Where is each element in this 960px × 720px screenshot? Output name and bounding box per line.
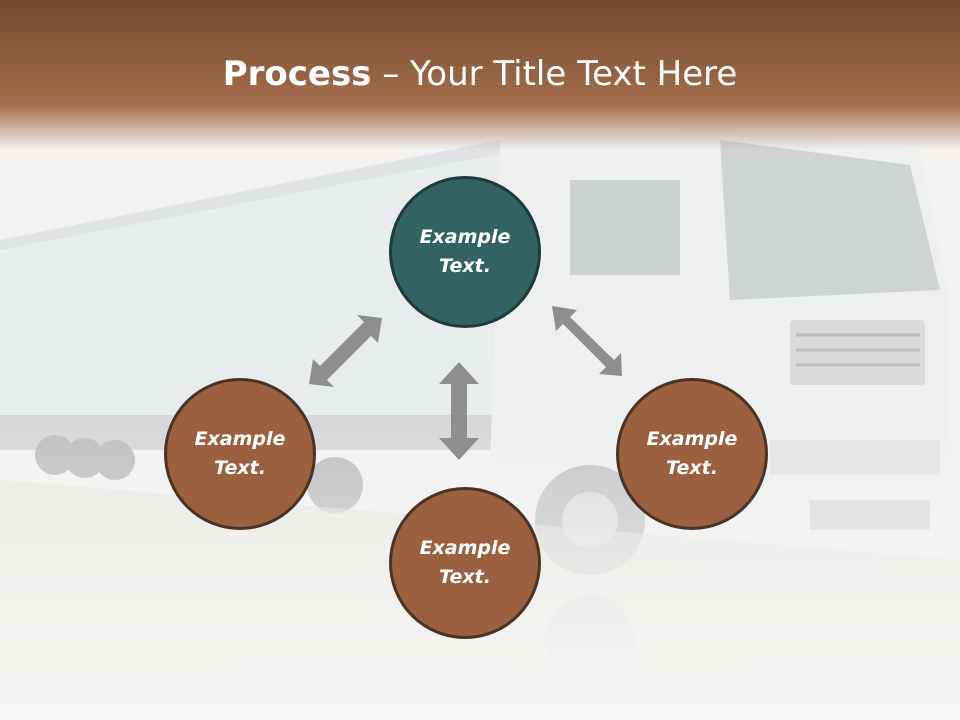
title-strong: Process <box>222 54 372 94</box>
process-node-right[interactable]: Example Text. <box>616 378 768 530</box>
process-node-bottom-label: Example Text. <box>419 537 511 588</box>
slide-title: Process – Your Title Text Here <box>0 52 960 96</box>
title-rest: – Your Title Text Here <box>371 54 738 94</box>
double-arrow-vertical-icon <box>439 362 479 460</box>
process-node-top[interactable]: Example Text. <box>389 176 541 328</box>
process-node-bottom[interactable]: Example Text. <box>389 487 541 639</box>
double-arrow-left-icon <box>309 315 382 387</box>
process-node-right-label: Example Text. <box>646 428 738 479</box>
process-node-left-label: Example Text. <box>194 428 286 479</box>
double-arrow-right-icon <box>552 306 622 376</box>
process-node-left[interactable]: Example Text. <box>164 378 316 530</box>
process-node-top-label: Example Text. <box>419 226 511 277</box>
title-band <box>0 0 960 150</box>
